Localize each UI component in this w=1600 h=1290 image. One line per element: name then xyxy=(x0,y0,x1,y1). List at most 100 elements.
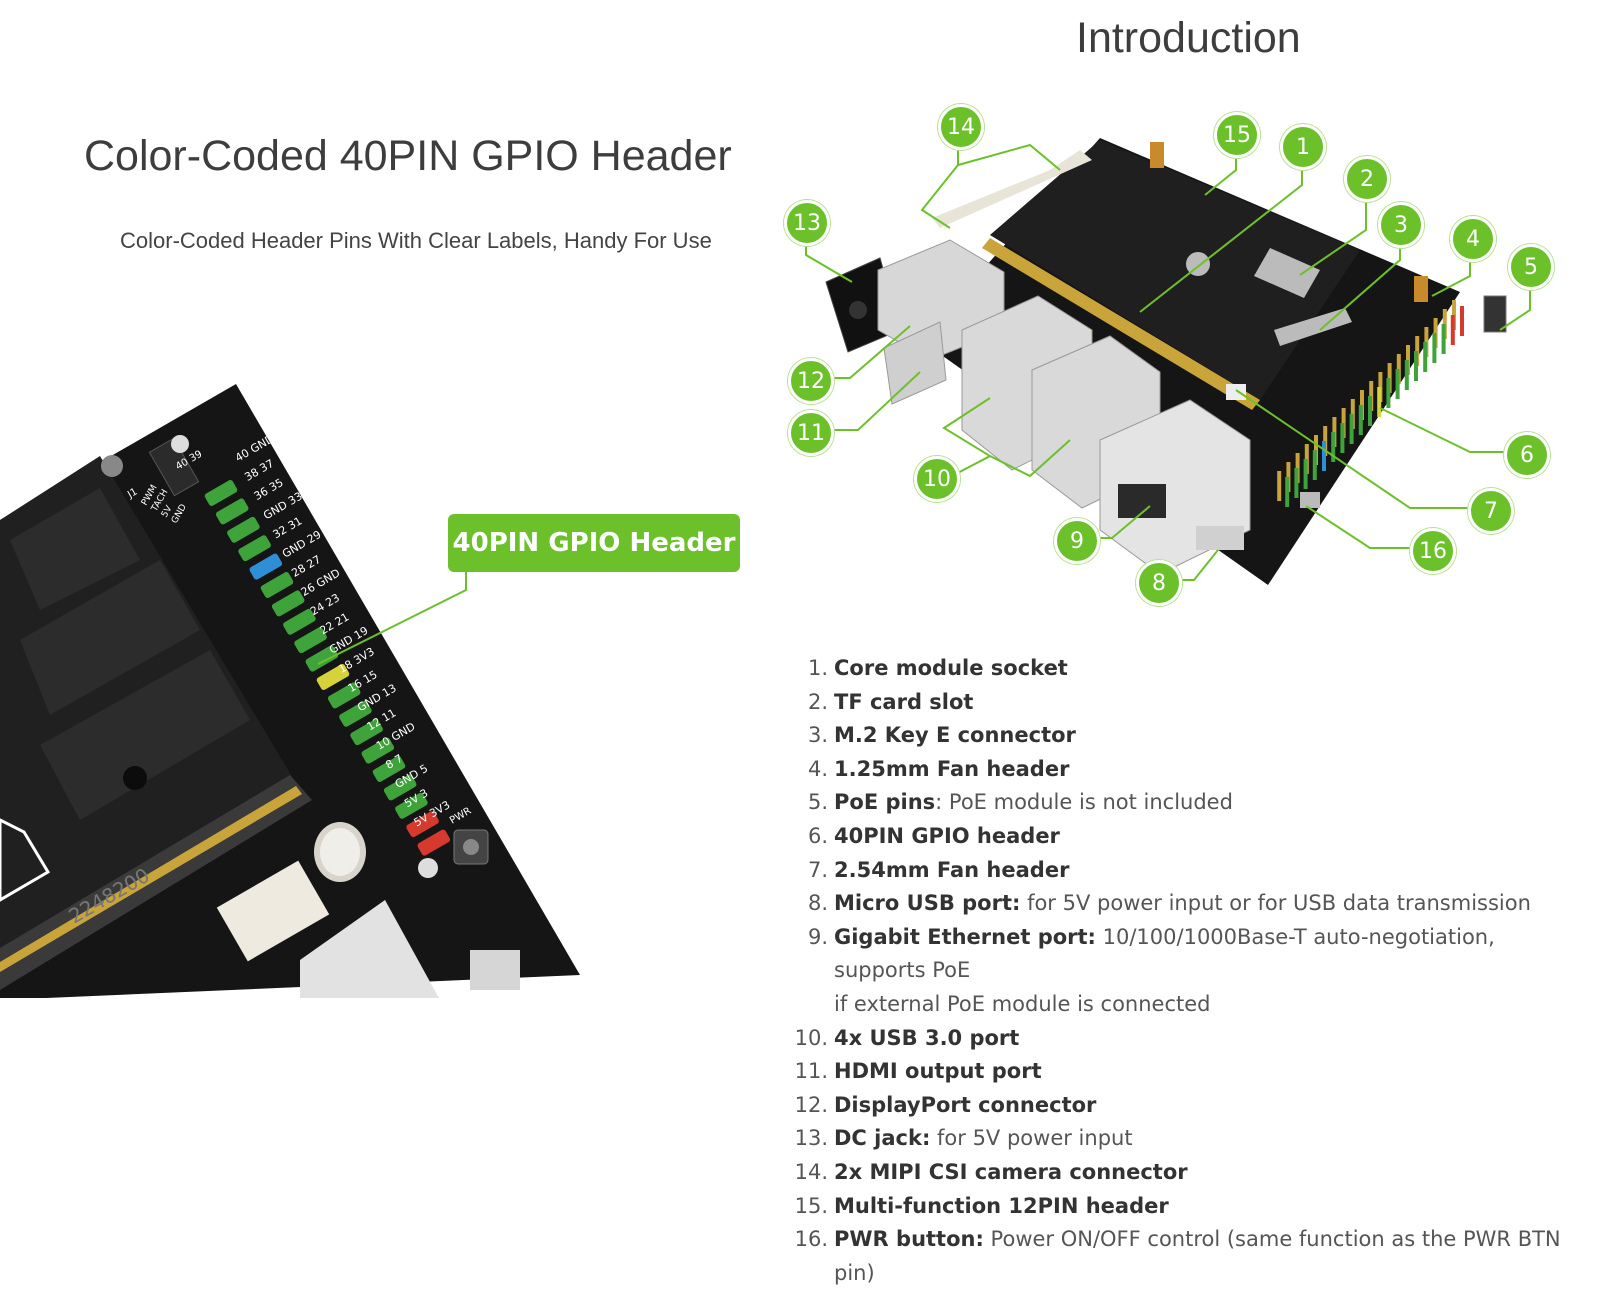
feature-item: 9.Gigabit Ethernet port: 10/100/1000Base… xyxy=(788,921,1588,988)
callout-3: 3 xyxy=(1378,202,1424,248)
gpio-pin xyxy=(350,719,383,746)
gpio-pin xyxy=(260,572,294,598)
callout-10: 10 xyxy=(914,456,960,502)
gpio-pin xyxy=(339,700,372,727)
gpio-pin xyxy=(1432,333,1437,363)
feature-name: 2.54mm Fan header xyxy=(834,857,1070,882)
feature-name: M.2 Key E connector xyxy=(834,723,1076,748)
feature-number: 12. xyxy=(794,1092,828,1117)
gpio-pin xyxy=(1294,468,1299,498)
callout-4: 4 xyxy=(1450,216,1496,262)
feature-number: 14. xyxy=(794,1159,828,1184)
gpio-pin xyxy=(327,682,361,709)
micro-usb-port xyxy=(1196,526,1244,550)
fan-header-254 xyxy=(1226,384,1246,400)
feature-item: 10.4x USB 3.0 port xyxy=(788,1022,1588,1056)
callout-8: 8 xyxy=(1136,560,1182,606)
feature-item: 14.2x MIPI CSI camera connector xyxy=(788,1156,1588,1190)
gpio-pin xyxy=(372,756,406,782)
callout-leader-line xyxy=(317,566,467,665)
ethernet-jack-closeup xyxy=(300,900,439,998)
feature-name: 4x USB 3.0 port xyxy=(834,1025,1020,1050)
feature-item: 15.Multi-function 12PIN header xyxy=(788,1190,1588,1224)
gpio-pins xyxy=(1277,300,1464,507)
board-silkscreen-label: J1 xyxy=(125,486,139,501)
callout-15: 15 xyxy=(1214,112,1260,158)
gpio-pin xyxy=(1460,306,1464,336)
feature-number: 4. xyxy=(807,756,828,781)
gpio-pin xyxy=(1386,378,1391,408)
feature-item: 2.TF card slot xyxy=(788,686,1588,720)
feature-name: Multi-function 12PIN header xyxy=(834,1193,1169,1218)
feature-name: DisplayPort connector xyxy=(834,1092,1097,1117)
feature-description: for 5V power input or for USB data trans… xyxy=(1020,891,1531,916)
feature-name: 2x MIPI CSI camera connector xyxy=(834,1159,1188,1184)
m2-slot xyxy=(1274,308,1352,346)
callout-12: 12 xyxy=(788,358,834,404)
feature-item: 4.1.25mm Fan header xyxy=(788,753,1588,787)
gpio-pin xyxy=(1303,459,1308,489)
introduction-title: Introduction xyxy=(1076,14,1301,62)
gpio-pin xyxy=(383,774,417,801)
feature-number: 13. xyxy=(794,1126,828,1151)
gpio-pin xyxy=(1285,477,1290,507)
callout-2: 2 xyxy=(1344,156,1390,202)
feature-number: 7. xyxy=(807,857,828,882)
feature-item: 16.PWR button: Power ON/OFF control (sam… xyxy=(788,1223,1588,1290)
feature-item: 6.40PIN GPIO header xyxy=(788,820,1588,854)
feature-number: 3. xyxy=(807,723,828,748)
feature-name: Gigabit Ethernet port: xyxy=(834,924,1096,949)
hdmi-port xyxy=(883,321,947,405)
feature-item: 5.PoE pins: PoE module is not included xyxy=(788,786,1588,820)
gpio-pin xyxy=(1340,423,1345,453)
callout-11: 11 xyxy=(788,410,834,456)
gpio-pin xyxy=(249,553,283,580)
gpio-pin xyxy=(406,811,439,838)
feature-number: 6. xyxy=(807,823,828,848)
gpio-pin xyxy=(1277,471,1282,501)
feature-name: TF card slot xyxy=(834,689,974,714)
callout-7: 7 xyxy=(1468,488,1514,534)
feature-item: 11.HDMI output port xyxy=(788,1055,1588,1089)
feature-name: Core module socket xyxy=(834,656,1068,680)
feature-name: 1.25mm Fan header xyxy=(834,756,1070,781)
gpio-header-callout: 40PIN GPIO Header xyxy=(448,514,740,572)
feature-number: 15. xyxy=(794,1193,828,1218)
feature-description: if external PoE module is connected xyxy=(834,991,1211,1016)
feature-number: 10. xyxy=(794,1025,828,1050)
pwr-button xyxy=(1300,492,1320,508)
gpio-pin xyxy=(417,829,451,856)
gpio-pin xyxy=(1322,441,1326,471)
callout-1: 1 xyxy=(1280,124,1326,170)
feature-number: 5. xyxy=(807,790,828,815)
poe-pins xyxy=(1483,295,1507,333)
feature-item: if external PoE module is connected xyxy=(788,988,1588,1022)
gpio-pin xyxy=(1395,369,1400,399)
gpio-pin xyxy=(1441,324,1446,354)
gpio-pin xyxy=(1368,396,1372,426)
carrier-board-photo xyxy=(825,138,1507,585)
gpio-pin xyxy=(395,792,428,819)
feature-name: HDMI output port xyxy=(834,1059,1042,1084)
gpio-pin xyxy=(1312,450,1317,480)
gpio-pin xyxy=(271,590,305,617)
callout-14: 14 xyxy=(938,104,984,150)
gpio-pins-closeup xyxy=(204,480,451,856)
fan-header-closeup xyxy=(148,437,200,497)
callout-9: 9 xyxy=(1054,518,1100,564)
feature-name: DC jack: xyxy=(834,1126,931,1151)
gpio-pin xyxy=(1423,342,1428,372)
feature-description: for 5V power input xyxy=(930,1126,1133,1151)
feature-description: : PoE module is not included xyxy=(935,790,1233,815)
gpio-pin xyxy=(283,608,316,635)
feature-item: 7.2.54mm Fan header xyxy=(788,854,1588,888)
feature-item: 12.DisplayPort connector xyxy=(788,1089,1588,1123)
feature-item: 8.Micro USB port: for 5V power input or … xyxy=(788,887,1588,921)
feature-number: 11. xyxy=(794,1059,828,1084)
feature-item: 3.M.2 Key E connector xyxy=(788,719,1588,753)
callout-13: 13 xyxy=(784,200,830,246)
gpio-pin xyxy=(204,480,238,506)
